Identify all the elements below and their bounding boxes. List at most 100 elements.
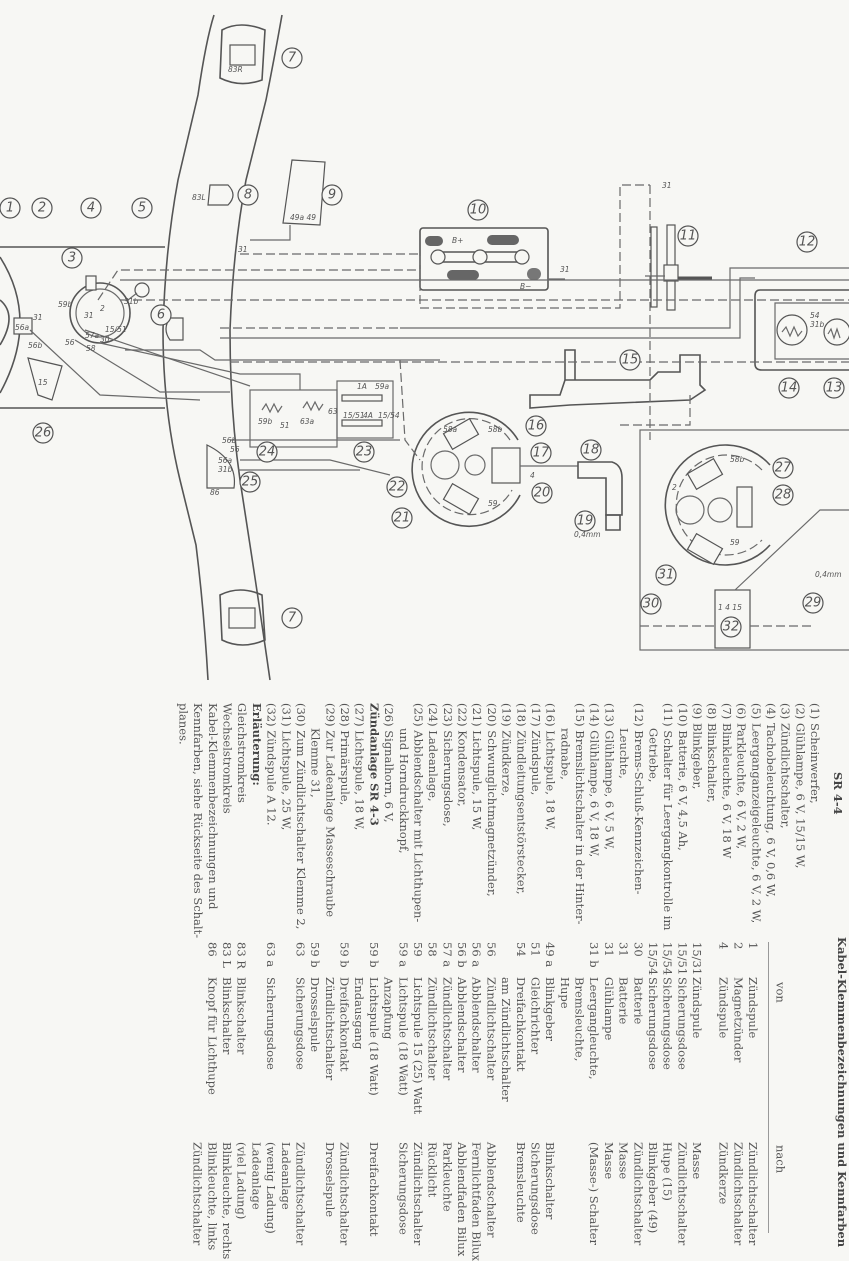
- legend-text: (13) Glühlampe, 6 V, 5 W,: [602, 703, 617, 850]
- legend-text: Leuchte,: [617, 728, 632, 779]
- legend-line: (20) Schwunglichtmagnetzünder,: [484, 703, 499, 953]
- callout-2: 2: [31, 197, 53, 219]
- cell-terminal: 58: [425, 942, 440, 957]
- legend-line: (4) Tachobeleuchtung, 6 V, 0,6 W,: [763, 703, 778, 953]
- svg-text:24: 24: [259, 445, 276, 460]
- legend-text: (24) Ladeanlage,: [426, 703, 441, 802]
- cell-terminal: 31 b: [587, 942, 602, 968]
- legend-text: (6) Parkleuchte, 6 V, 2 W,: [734, 703, 749, 849]
- legend-text: (18) Zündleitungsentstörstecker,: [514, 703, 529, 895]
- svg-text:4: 4: [87, 201, 95, 216]
- svg-text:1A: 1A: [357, 382, 367, 391]
- cell-from: Zündspule: [716, 977, 731, 1039]
- cell-from: Zündspule: [690, 977, 705, 1039]
- svg-text:58: 58: [86, 344, 96, 353]
- terminal-labels: B+ B− 31 31 31 0,4mm 0,4mm 83R 83L 86 49…: [15, 65, 842, 612]
- svg-text:59a: 59a: [375, 382, 390, 391]
- table-divider: [768, 942, 769, 1233]
- legend-text: planes.: [176, 703, 191, 745]
- legend-text: und Horndruckknopf,: [396, 728, 411, 854]
- svg-text:11: 11: [680, 229, 697, 244]
- legend-line: (16) Lichtspule, 18 W,: [543, 703, 558, 953]
- fuse-box: [336, 380, 394, 439]
- cell-from: Sicherungsdose: [264, 977, 279, 1070]
- svg-text:56b: 56b: [28, 341, 43, 350]
- legend-text: Kabel-Klemmenbezeichnungen und: [205, 703, 220, 910]
- cell-terminal: 86: [205, 942, 220, 957]
- cell-terminal: 83 L: [220, 942, 235, 968]
- cell-terminal: 63 a: [264, 942, 279, 968]
- cell-from: Blinkgeber: [543, 977, 558, 1042]
- svg-text:56a: 56a: [218, 456, 233, 465]
- legend-line: Klemme 31,: [308, 703, 323, 953]
- cell-terminal: 59: [410, 942, 425, 957]
- svg-text:63a: 63a: [300, 417, 315, 426]
- spark-plug-cap: [577, 461, 623, 516]
- legend-line: (18) Zündleitungsentstörstecker,: [514, 703, 529, 953]
- callout-7-bottom: 7: [281, 607, 303, 629]
- callouts: 1 2 3 4 5 6 7 7 8 9 10 11 12 13 14 15 16…: [0, 47, 845, 638]
- legend-text: (30) Zum Zündlichtschalter Klemme 2,: [293, 703, 308, 930]
- cell-from: Knopf für Lichthupe: [205, 977, 220, 1095]
- legend-line: (32) Zündspule A 12.: [264, 703, 279, 953]
- svg-text:59b: 59b: [58, 300, 73, 309]
- legend-text: Kennfarben, siehe Rückseite des Schalt-: [191, 703, 206, 939]
- legend-text: (9) Blinkgeber,: [690, 703, 705, 790]
- callout-7-top: 7: [281, 47, 303, 69]
- svg-text:58b: 58b: [488, 425, 503, 434]
- cell-to: Zündkerze: [716, 1142, 731, 1205]
- legend-text: (10) Batterie, 6 V, 4,5 Ah,: [675, 703, 690, 851]
- flasher-unit: [282, 159, 326, 226]
- cell-from: Sicherungsdose: [675, 977, 690, 1070]
- legend-text: Gleichstromkreis: [235, 703, 250, 803]
- svg-text:0,4mm: 0,4mm: [815, 570, 842, 579]
- cell-from: Gleichrichter: [528, 977, 543, 1055]
- cell-to: Blinkleuchte, rechts: [220, 1142, 235, 1260]
- legend-text: (31) Lichtspule, 25 W,: [279, 703, 294, 831]
- table-title: Kabel-Klemmenbezeichnungen und Kennfarbe…: [835, 937, 849, 1248]
- table-row: Anzapfung: [381, 940, 396, 1233]
- svg-text:31: 31: [560, 265, 570, 274]
- cell-from: am Zündlichtschalter: [499, 977, 514, 1102]
- cell-to: Zündlichtschalter: [631, 1142, 646, 1246]
- legend-line: (22) Kondensator,: [455, 703, 470, 953]
- legend-line: (3) Zündlichtschalter,: [778, 703, 793, 953]
- cell-terminal: 30: [631, 942, 646, 957]
- cell-to: Blinkleuchte, links: [205, 1142, 220, 1251]
- legend-line: und Horndruckknopf,: [396, 703, 411, 953]
- cell-to: Zündlichtschalter: [746, 1142, 761, 1246]
- legend-text: (23) Sicherungsdose,: [440, 703, 455, 827]
- svg-text:56: 56: [65, 338, 75, 347]
- legend-text: (11) Schalter für Leergangkontrolle im: [661, 703, 676, 931]
- cell-from: Zündspule: [746, 977, 761, 1039]
- callout-18: 18: [580, 439, 602, 461]
- cell-from: Drosselspule: [308, 977, 323, 1053]
- svg-text:20: 20: [534, 486, 551, 501]
- svg-text:28: 28: [775, 488, 792, 503]
- callout-15: 15: [619, 349, 641, 371]
- cell-terminal: 31: [601, 942, 616, 957]
- callout-8: 8: [237, 184, 259, 206]
- headlight: [0, 246, 165, 409]
- svg-text:15/51: 15/51: [105, 325, 127, 334]
- legend-line: (1) Scheinwerfer,: [807, 703, 822, 953]
- callout-31: 31: [655, 564, 677, 586]
- callout-16: 16: [525, 415, 547, 437]
- svg-text:14: 14: [781, 381, 798, 396]
- legend-line: Kennfarben, siehe Rückseite des Schalt-: [190, 703, 205, 953]
- wiring-diagram: 1 2 3 4 5 6 7 7 8 9 10 11 12 13 14 15 16…: [0, 14, 849, 681]
- legend-line: (30) Zum Zündlichtschalter Klemme 2,: [293, 703, 308, 953]
- svg-text:30: 30: [643, 597, 660, 612]
